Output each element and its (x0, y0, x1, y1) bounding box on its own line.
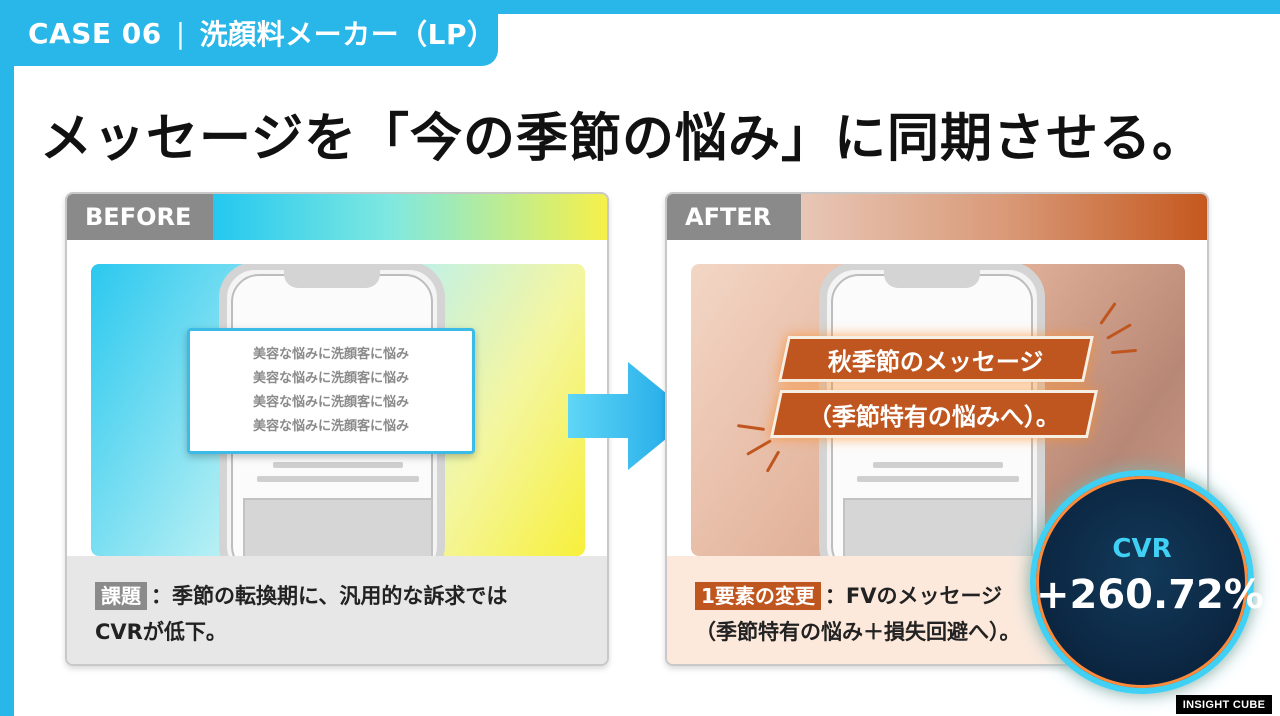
cvr-result-badge: CVR +260.72% (1030, 470, 1264, 694)
card-line: 美容な悩みに洗顔客に悩み (252, 419, 409, 434)
frame-left-bar (0, 0, 14, 716)
before-scene: 美容な悩みに洗顔客に悩み 美容な悩みに洗顔客に悩み 美容な悩みに洗顔客に悩み 美… (91, 264, 585, 556)
case-separator: | (175, 16, 186, 50)
issue-tag: 課題 (95, 582, 147, 610)
before-panel: BEFORE 美容な悩みに洗顔客に悩み 美容な悩みに洗顔客に悩み 美容な悩みに洗… (65, 192, 609, 666)
placeholder-line (257, 476, 419, 482)
cvr-label: CVR (1112, 534, 1172, 564)
after-panel: AFTER 秋季節のメッセージ （季節特有の悩みへ）。 1要素の変更：FVのメッ… (665, 192, 1209, 666)
placeholder-line (873, 462, 1003, 468)
burst-line-icon (1110, 348, 1138, 355)
burst-line-icon (736, 424, 766, 431)
after-panel-header: AFTER (667, 194, 1207, 240)
after-caption-line2: （季節特有の悩み＋損失回避へ）。 (695, 620, 1021, 644)
placeholder-line (273, 462, 403, 468)
placeholder-line (857, 476, 1019, 482)
callout-text: 秋季節のメッセージ (828, 347, 1044, 376)
burst-line-icon (1099, 301, 1117, 326)
seasonal-concern-callout: （季節特有の悩みへ）。 (769, 390, 1099, 438)
generic-message-card: 美容な悩みに洗顔客に悩み 美容な悩みに洗顔客に悩み 美容な悩みに洗顔客に悩み 美… (187, 328, 475, 454)
page-headline: メッセージを「今の季節の悩み」に同期させる。 (40, 109, 1205, 169)
before-header-gradient (213, 194, 607, 240)
case-tab: CASE 06 | 洗顔料メーカー（LP） (0, 0, 498, 66)
after-caption-line1: ：FVのメッセージ (824, 584, 1003, 608)
seasonal-message-callout: 秋季節のメッセージ (778, 336, 1094, 382)
cvr-value: +260.72% (1036, 572, 1264, 618)
before-caption-line1: ：季節の転換期に、汎用的な訴求では (151, 584, 508, 608)
before-caption: 課題：季節の転換期に、汎用的な訴求では CVRが低下。 (67, 556, 607, 664)
before-label: BEFORE (67, 194, 213, 240)
case-subject: 洗顔料メーカー（LP） (199, 18, 496, 51)
burst-line-icon (746, 439, 772, 456)
callout-text: （季節特有の悩みへ）。 (808, 402, 1060, 431)
placeholder-block (243, 498, 433, 556)
burst-line-icon (765, 450, 781, 473)
arrow-right-icon (568, 362, 694, 470)
placeholder-block (843, 498, 1033, 556)
before-caption-line2: CVRが低下。 (95, 620, 227, 644)
card-line: 美容な悩みに洗顔客に悩み (252, 371, 409, 386)
card-line: 美容な悩みに洗顔客に悩み (252, 347, 409, 362)
change-tag: 1要素の変更 (695, 582, 821, 610)
phone-notch (284, 270, 380, 288)
card-line: 美容な悩みに洗顔客に悩み (252, 395, 409, 410)
brand-logo: INSIGHT CUBE (1176, 695, 1272, 714)
burst-line-icon (1106, 323, 1132, 340)
before-panel-header: BEFORE (67, 194, 607, 240)
case-number: CASE 06 (28, 16, 162, 50)
after-header-gradient (801, 194, 1207, 240)
phone-notch (884, 270, 980, 288)
after-label: AFTER (667, 194, 801, 240)
